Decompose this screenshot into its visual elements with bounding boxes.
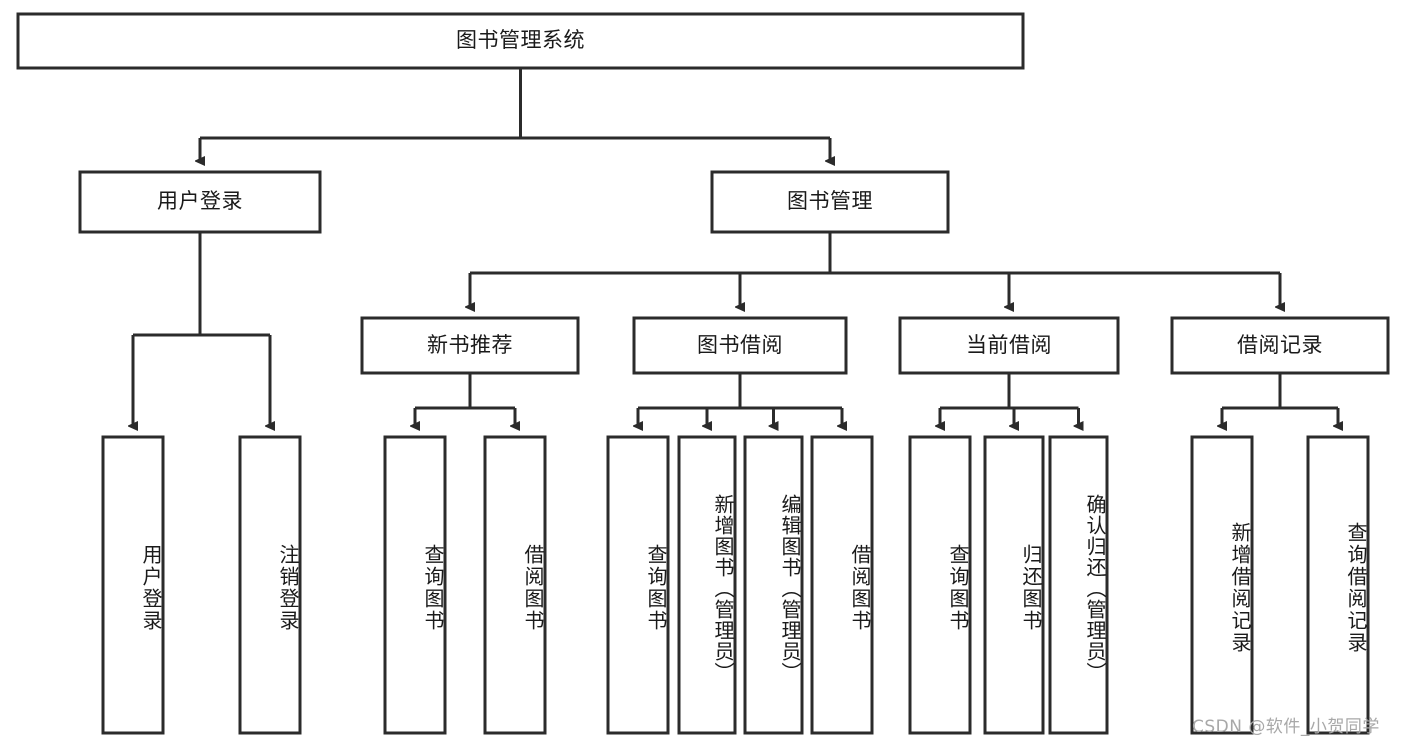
node-box-leaf-query-book-cur[interactable] bbox=[908, 435, 972, 735]
node-box-leaf-return-book[interactable] bbox=[983, 435, 1045, 735]
node-box-leaf-borrow-book[interactable] bbox=[810, 435, 874, 735]
node-box-new-book-recommend[interactable] bbox=[360, 316, 580, 375]
node-box-leaf-borrow-book-rec[interactable] bbox=[483, 435, 547, 735]
node-box-leaf-query-record[interactable] bbox=[1306, 435, 1370, 735]
node-box-leaf-confirm-return[interactable] bbox=[1048, 435, 1109, 735]
node-box-leaf-add-book[interactable] bbox=[677, 435, 737, 735]
node-box-leaf-query-book-borrow[interactable] bbox=[606, 435, 670, 735]
node-box-book-management[interactable] bbox=[710, 170, 950, 234]
node-boxes-layer bbox=[16, 12, 1390, 735]
node-box-borrow-record[interactable] bbox=[1170, 316, 1390, 375]
node-box-leaf-user-login[interactable] bbox=[101, 435, 165, 735]
node-box-leaf-logout[interactable] bbox=[238, 435, 302, 735]
node-box-user-login[interactable] bbox=[78, 170, 322, 234]
node-box-current-borrow[interactable] bbox=[898, 316, 1120, 375]
connector-edges-layer bbox=[133, 68, 1338, 426]
node-box-root[interactable] bbox=[16, 12, 1025, 70]
node-box-leaf-add-record[interactable] bbox=[1190, 435, 1254, 735]
node-box-leaf-edit-book[interactable] bbox=[743, 435, 804, 735]
csdn-watermark: CSDN @软件_小贺同学 bbox=[1192, 717, 1380, 737]
node-box-leaf-query-book-rec[interactable] bbox=[383, 435, 447, 735]
node-box-book-borrow[interactable] bbox=[632, 316, 848, 375]
